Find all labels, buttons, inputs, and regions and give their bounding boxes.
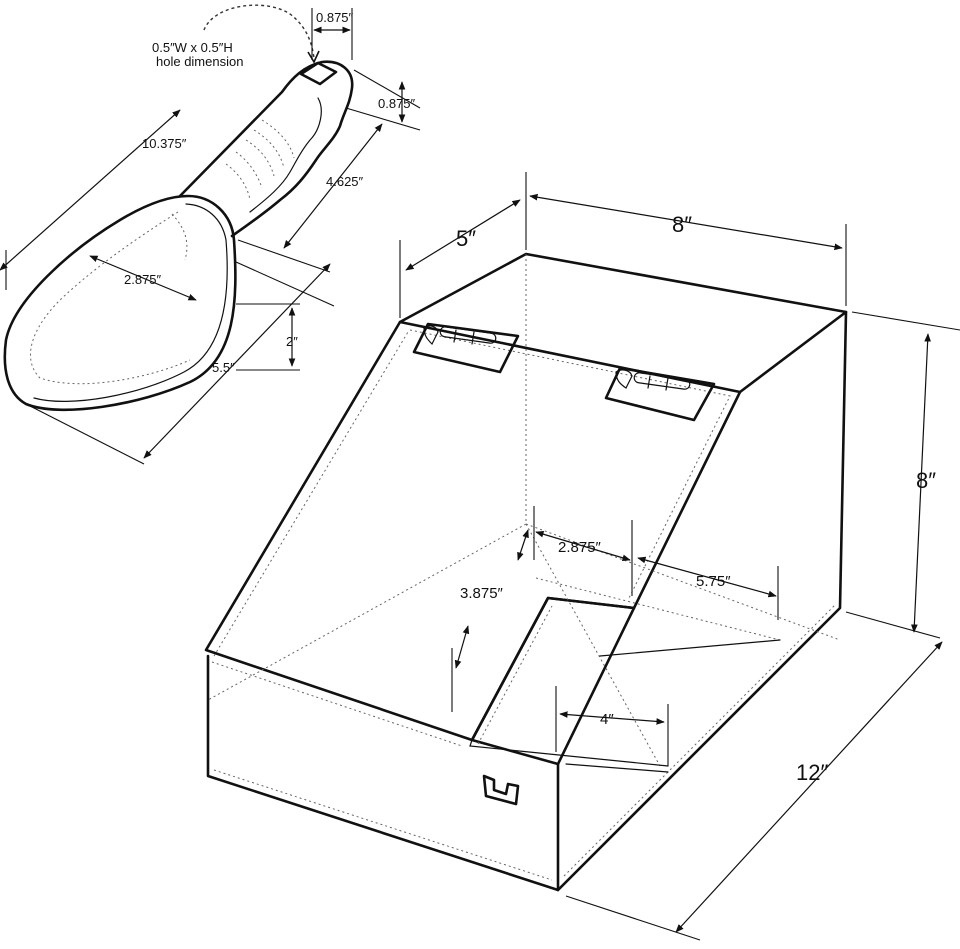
dim-scoop-length [0, 109, 181, 271]
bin-shelf-line [599, 639, 781, 657]
bin-hidden-edges [207, 254, 841, 881]
scoop-bowl-inner-2 [171, 213, 188, 261]
hole-note-line1: 0.5″W x 0.5″H [152, 40, 233, 55]
label-scoop-handle-length: 4.625″ [326, 174, 364, 189]
bin-base-line [469, 739, 669, 767]
ext-line [345, 107, 421, 131]
label-bin-height: 8″ [916, 468, 936, 493]
dim-scoop-handle-length [283, 123, 383, 249]
bin-drawing [204, 172, 960, 941]
ext-line [565, 895, 701, 941]
label-bin-top-depth: 5″ [456, 226, 476, 251]
dim-bin-depth [675, 641, 943, 933]
ext-line [29, 405, 145, 465]
dimension-labels: 0.5″W x 0.5″H hole dimension 0.875″ 0.87… [124, 10, 936, 785]
label-opening-width: 2.875″ [558, 539, 602, 556]
dim-bin-height [910, 333, 932, 633]
dim-opening-height-top [517, 529, 529, 561]
scoop-handle-grip-texture [225, 119, 295, 201]
bin-inner-frame [213, 329, 731, 745]
hinge-right [604, 366, 716, 422]
scoop-hanging-hole [299, 61, 338, 86]
ext-line [237, 239, 331, 273]
ext-line [845, 611, 941, 639]
bin-front-face [206, 654, 560, 892]
label-scoop-hole-width: 0.875″ [316, 10, 354, 25]
hole-note-line2: hole dimension [156, 54, 243, 69]
hole-pointer-arrow [203, 4, 315, 59]
hinge-left [412, 322, 520, 374]
label-opening-bottom: 4″ [600, 711, 614, 728]
dim-opening-bottom [559, 711, 665, 725]
ext-line [851, 311, 960, 331]
bin-top-back-edge [398, 252, 848, 324]
scoop-bowl-rim [33, 203, 228, 403]
hole-pointer-arrowhead [307, 50, 320, 64]
label-scoop-width: 2.875″ [124, 272, 162, 287]
bin-right-side [556, 310, 848, 892]
label-opening-height: 3.875″ [460, 585, 504, 602]
dim-opening-width [535, 530, 631, 562]
bin-scoop-opening [470, 596, 636, 766]
label-scoop-length: 10.375″ [142, 136, 187, 151]
label-scoop-height: 2″ [286, 334, 298, 349]
scoop-bowl-inner [30, 211, 191, 385]
label-scoop-handle-depth: 0.875″ [378, 96, 416, 111]
dim-bin-top-depth [405, 199, 521, 271]
bin-base-line-2 [565, 763, 669, 773]
label-scoop-bowl-length: 5.5″ [212, 360, 235, 375]
dim-opening-side [637, 556, 777, 598]
scoop-drawing [0, 4, 421, 465]
label-bin-width: 8″ [672, 212, 692, 237]
label-opening-side: 5.75″ [696, 573, 731, 590]
ext-line [353, 69, 421, 109]
dim-scoop-bowl-length [143, 263, 331, 459]
bin-lid [204, 320, 742, 742]
label-bin-depth: 12″ [796, 760, 828, 785]
bin-front-handle [482, 774, 520, 806]
dim-bin-width [529, 193, 843, 251]
dim-opening-height-bottom [454, 625, 470, 669]
